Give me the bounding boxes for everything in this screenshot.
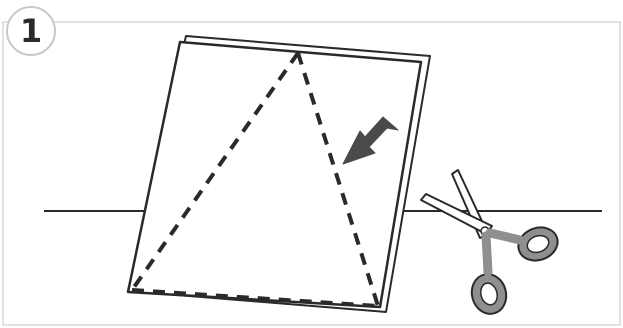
step-number: 1 [20, 15, 42, 47]
paper-sheet [128, 42, 421, 307]
step-badge: 1 [6, 6, 56, 56]
scissors-icon [421, 170, 562, 318]
